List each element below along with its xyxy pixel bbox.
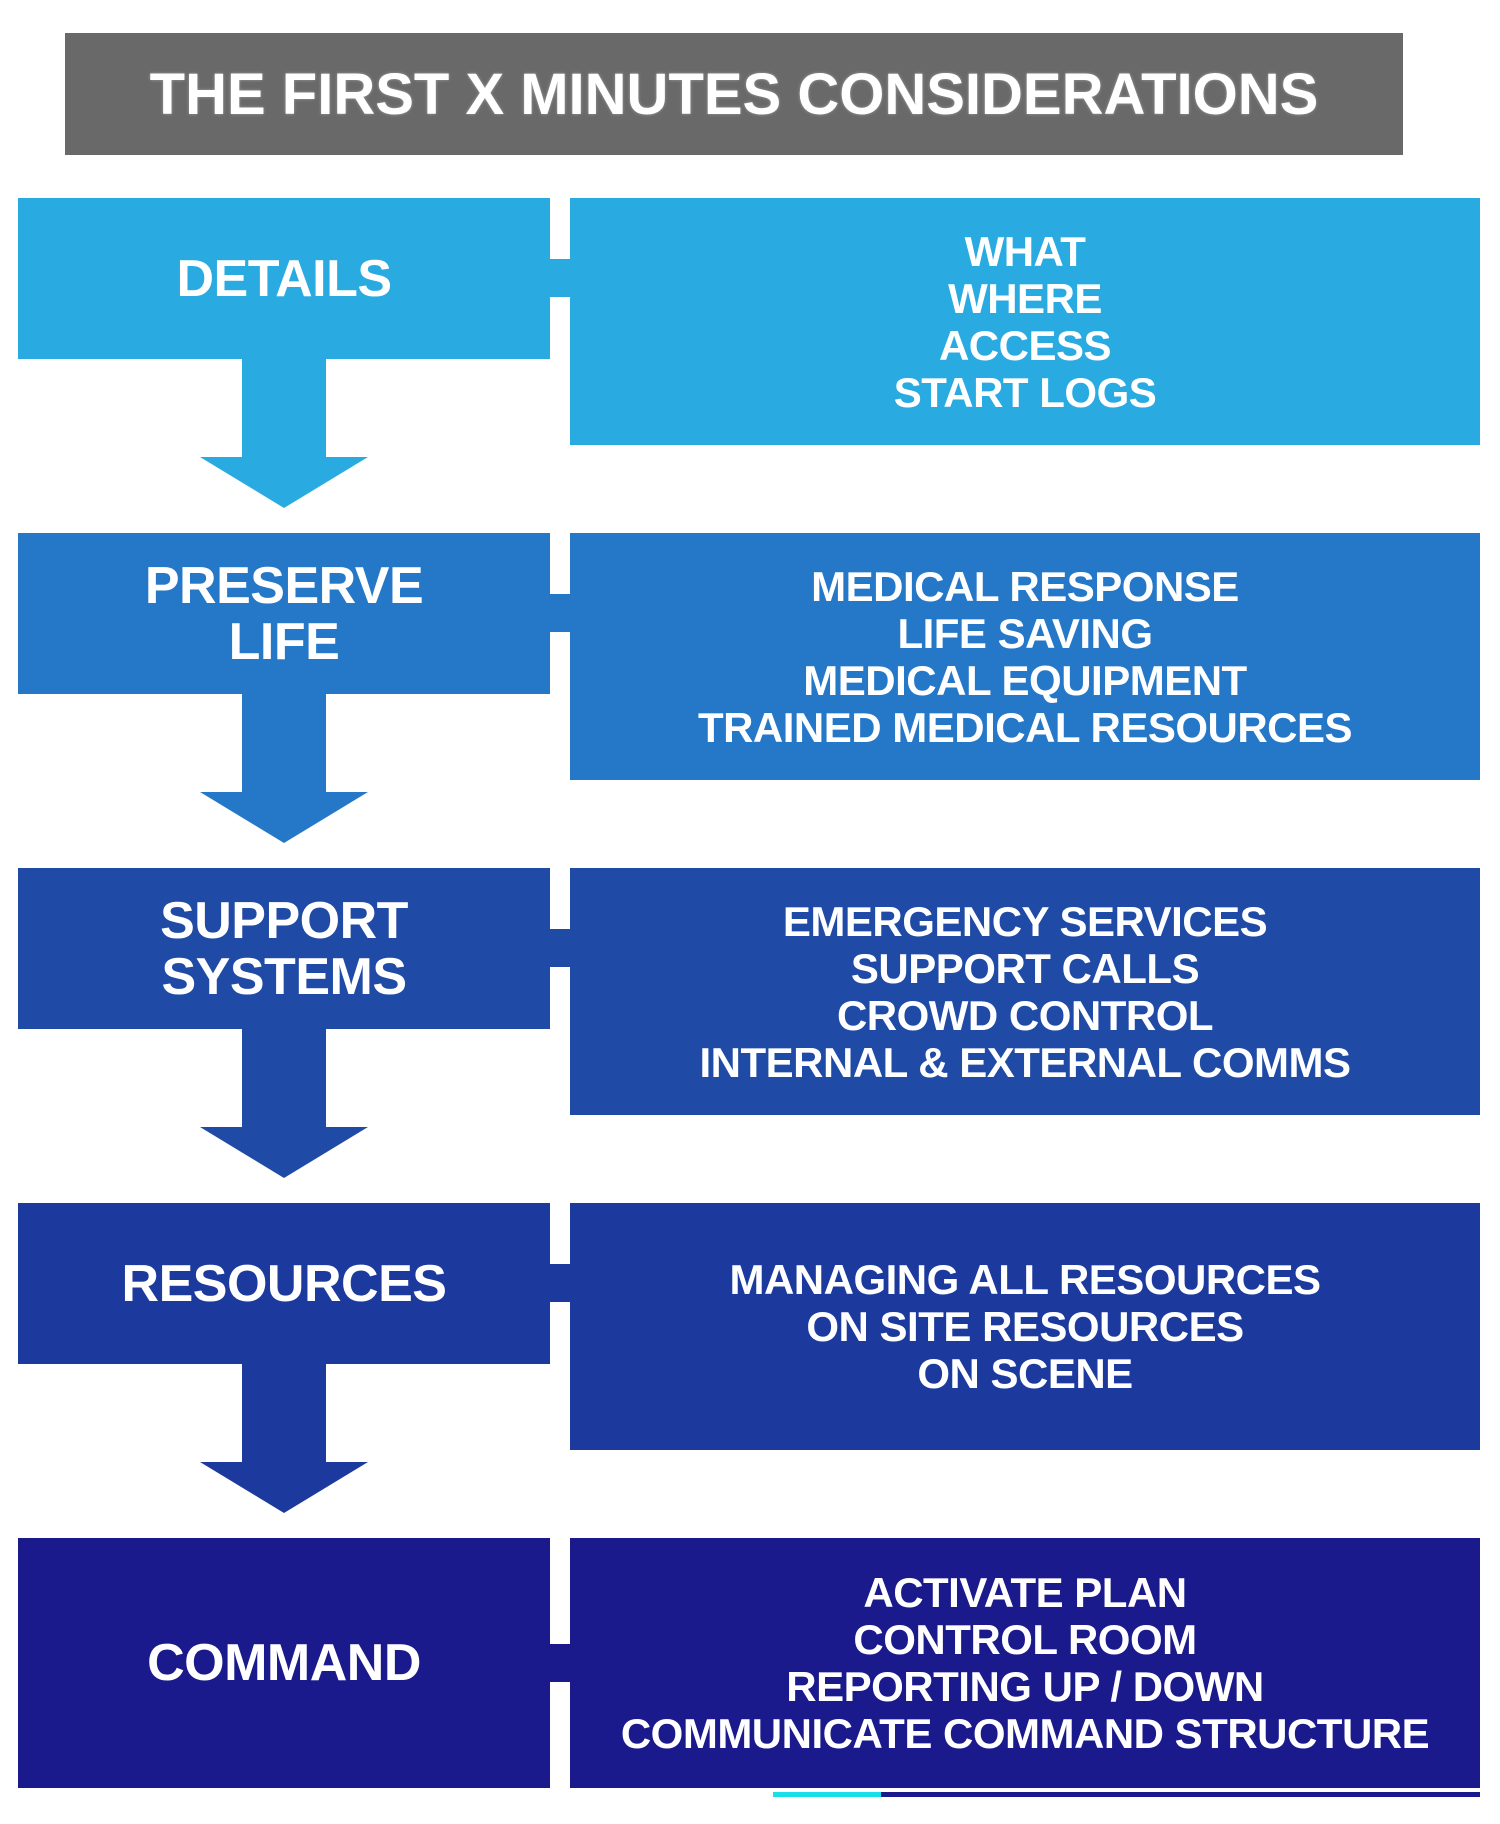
stage-command-label-box: COMMAND: [18, 1538, 550, 1788]
arrow-details-to-preserve-life-stem: [242, 359, 326, 458]
stage-support-systems-connector: [550, 929, 570, 967]
arrow-details-to-preserve-life-head: [200, 457, 368, 508]
arrow-preserve-life-to-support-head: [200, 792, 368, 843]
stage-resources-item: ON SITE RESOURCES: [806, 1303, 1244, 1350]
stage-details-connector: [550, 259, 570, 297]
page-title: THE FIRST X MINUTES CONSIDERATIONS: [149, 61, 1319, 127]
stage-support-systems-item: INTERNAL & EXTERNAL COMMS: [699, 1038, 1351, 1086]
stage-details-item: WHERE: [948, 274, 1102, 322]
stage-preserve-life-item: TRAINED MEDICAL RESOURCES: [697, 703, 1353, 751]
stage-preserve-life-item: MEDICAL EQUIPMENT: [803, 656, 1247, 704]
stage-support-systems-label-box: SUPPORT SYSTEMS: [18, 868, 550, 1029]
stage-command-label: COMMAND: [147, 1634, 421, 1692]
arrow-preserve-life-to-support-stem: [242, 694, 326, 793]
arrow-support-to-resources-stem: [242, 1029, 326, 1128]
stage-resources-item: ON SCENE: [917, 1350, 1133, 1397]
stage-command-item: REPORTING UP / DOWN: [786, 1663, 1264, 1710]
stage-support-systems-label: SUPPORT SYSTEMS: [160, 893, 408, 1005]
arrow-support-to-resources-head: [200, 1127, 368, 1178]
arrow-resources-to-command-head: [200, 1462, 368, 1513]
stage-preserve-life-label-box: PRESERVE LIFE: [18, 533, 550, 694]
label-line: LIFE: [228, 612, 340, 671]
stage-preserve-life-content-box: MEDICAL RESPONSE LIFE SAVING MEDICAL EQU…: [570, 533, 1480, 780]
stage-resources-connector: [550, 1264, 570, 1302]
stage-support-systems-item: EMERGENCY SERVICES: [782, 897, 1268, 945]
stage-support-systems-content-box: EMERGENCY SERVICES SUPPORT CALLS CROWD C…: [570, 868, 1480, 1115]
stage-resources-content-box: MANAGING ALL RESOURCES ON SITE RESOURCES…: [570, 1203, 1480, 1450]
title-bar: THE FIRST X MINUTES CONSIDERATIONS: [65, 33, 1403, 155]
accent-line-cyan: [773, 1792, 881, 1797]
stage-preserve-life-item: LIFE SAVING: [897, 609, 1153, 657]
label-line: SUPPORT: [160, 891, 408, 950]
stage-details-item: ACCESS: [938, 321, 1112, 369]
stage-details-content-box: WHAT WHERE ACCESS START LOGS: [570, 198, 1480, 445]
stage-resources-label-box: RESOURCES: [18, 1203, 550, 1364]
stage-command-item: ACTIVATE PLAN: [863, 1569, 1187, 1616]
stage-support-systems-item: SUPPORT CALLS: [850, 944, 1200, 992]
stage-preserve-life-label: PRESERVE LIFE: [144, 556, 424, 671]
stage-command-item: COMMUNICATE COMMAND STRUCTURE: [620, 1710, 1430, 1757]
stage-command-connector: [550, 1644, 570, 1682]
stage-details-item: START LOGS: [893, 368, 1157, 416]
accent-line-navy: [881, 1792, 1480, 1797]
label-line: SYSTEMS: [161, 947, 407, 1006]
stage-details-item: WHAT: [964, 227, 1086, 275]
stage-command-content-box: ACTIVATE PLAN CONTROL ROOM REPORTING UP …: [570, 1538, 1480, 1788]
stage-details-label: DETAILS: [176, 249, 392, 308]
stage-support-systems-item: CROWD CONTROL: [836, 991, 1214, 1039]
label-line: PRESERVE: [144, 556, 424, 615]
stage-preserve-life-item: MEDICAL RESPONSE: [811, 562, 1239, 610]
stage-preserve-life-connector: [550, 594, 570, 632]
stage-details-label-box: DETAILS: [18, 198, 550, 359]
stage-command-item: CONTROL ROOM: [853, 1616, 1197, 1663]
stage-resources-label: RESOURCES: [121, 1254, 447, 1313]
arrow-resources-to-command-stem: [242, 1364, 326, 1463]
stage-resources-item: MANAGING ALL RESOURCES: [729, 1256, 1321, 1303]
